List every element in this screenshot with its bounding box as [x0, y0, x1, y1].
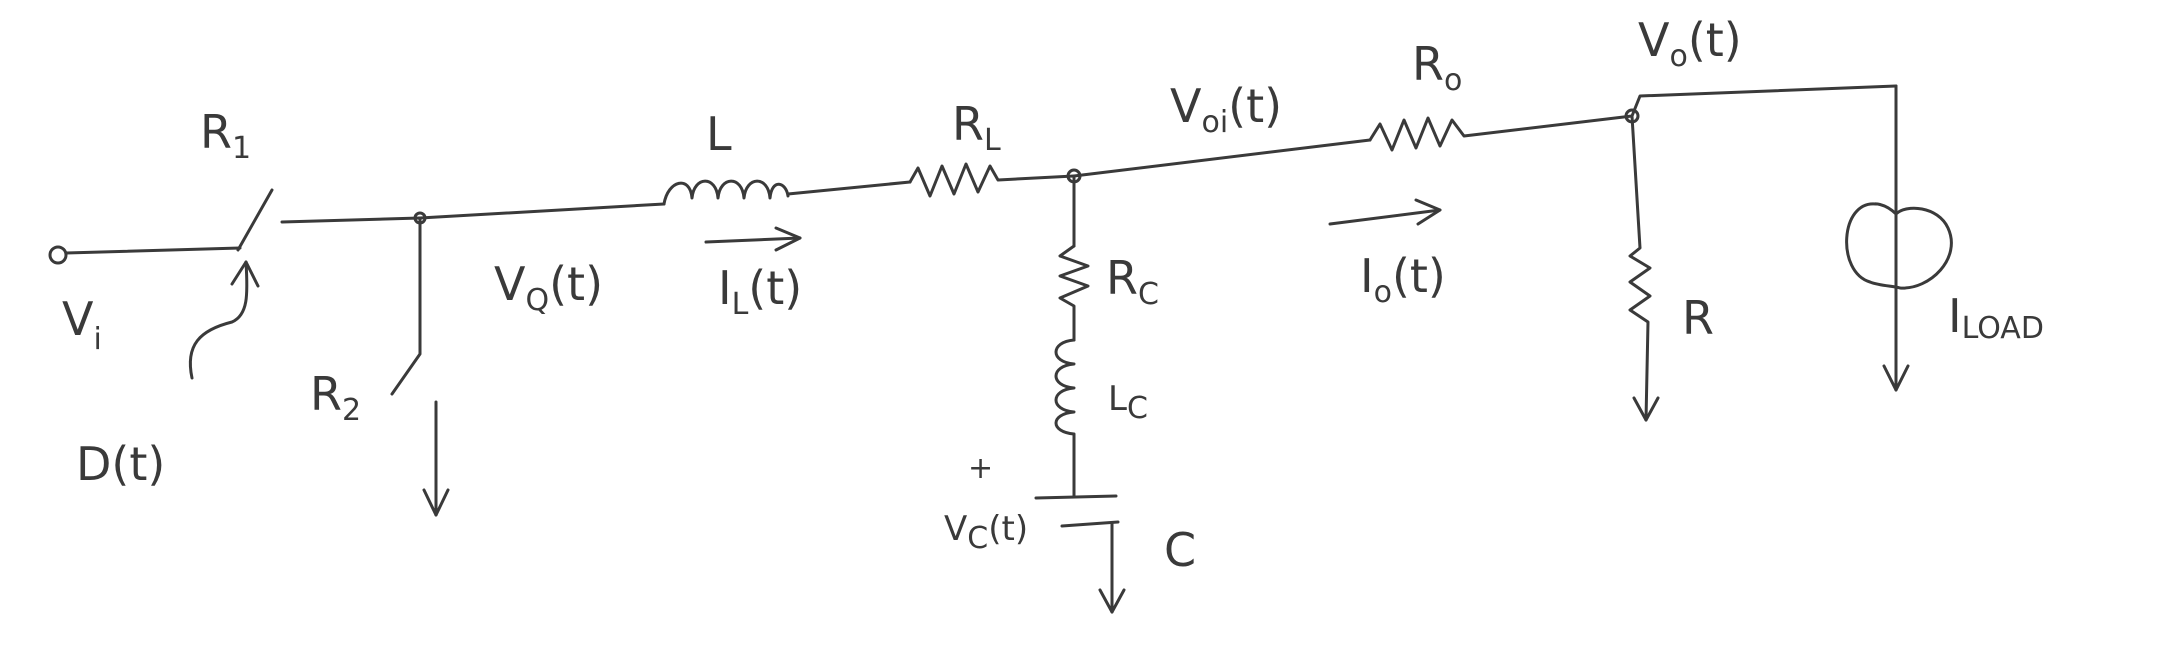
control-arrow [188, 260, 249, 380]
label-switch-r1: R1 [200, 105, 251, 166]
label-load-current: ILOAD [1948, 289, 2044, 346]
label-capacitor: C [1164, 523, 1196, 577]
switch-r1-wire [280, 216, 422, 224]
label-output-resistance: Ro [1412, 37, 1462, 98]
label-cap-resistance: RC [1106, 251, 1159, 312]
label-cap-inductance: LC [1108, 379, 1148, 426]
label-switch-r2: R2 [310, 367, 361, 428]
label-load-resistor: R [1682, 291, 1714, 345]
output-wire-right [1630, 84, 1898, 118]
inductor-lc [1054, 338, 1076, 498]
inductor-to-rl-wire [786, 180, 912, 196]
resistor-rl [908, 162, 1076, 198]
label-cap-node-voltage: Voi(t) [1170, 79, 1282, 140]
label-cap-voltage: VC(t) [944, 509, 1028, 556]
inductor-l [662, 179, 790, 206]
load-current-source [1845, 202, 1953, 290]
input-terminal [48, 245, 68, 265]
output-current-arrowhead [1414, 198, 1442, 226]
load-source-ground-arrow [1882, 364, 1910, 392]
voi-wire [1072, 138, 1372, 178]
label-cap-voltage-plus: + [968, 451, 993, 486]
capacitor-plate-top [1034, 494, 1118, 500]
capacitor-plate-bottom [1060, 520, 1120, 528]
load-resistor-ground-arrow [1632, 396, 1660, 422]
capacitor-ground-arrow [1098, 588, 1126, 614]
label-inductor: L [706, 107, 732, 161]
control-arrowhead [230, 260, 260, 288]
resistor-ro [1368, 114, 1634, 152]
switch-r2-leg [390, 216, 422, 396]
inductor-current-arrow [704, 236, 802, 244]
label-inductor-current: IL(t) [718, 261, 802, 322]
label-control-signal: D(t) [76, 437, 165, 491]
input-wire [64, 246, 242, 255]
label-output-current: Io(t) [1360, 249, 1446, 310]
resistor-rc [1058, 244, 1090, 342]
switch-r2-ground-arrow [422, 488, 450, 517]
inductor-current-arrowhead [774, 226, 802, 252]
label-switch-node-voltage: VQ(t) [494, 257, 603, 318]
output-current-arrow [1328, 208, 1442, 226]
switch-r1-blade [236, 188, 274, 252]
label-inductor-resistance: RL [952, 97, 1001, 158]
label-input-node: Vi [62, 292, 102, 357]
label-output-voltage: Vo(t) [1638, 13, 1742, 74]
load-resistor [1628, 114, 1652, 422]
vq-wire [418, 202, 666, 220]
